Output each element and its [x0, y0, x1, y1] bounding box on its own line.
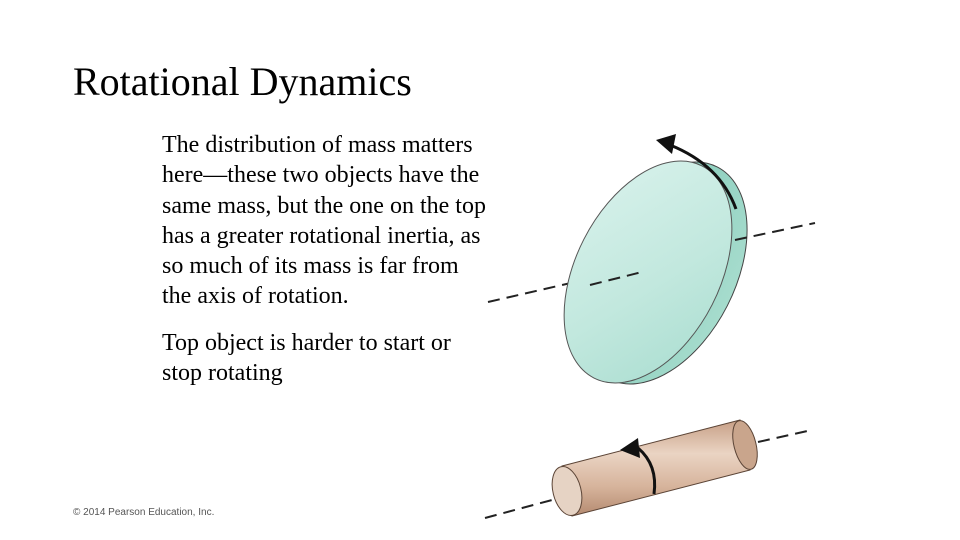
copyright-notice: © 2014 Pearson Education, Inc.: [73, 507, 215, 518]
disk-object: [563, 160, 748, 385]
paragraph-harder-to-rotate: Top object is harder to start or stop ro…: [162, 329, 451, 387]
rotation-arrow-icon: [620, 438, 657, 495]
rotation-arrow-icon: [656, 134, 738, 210]
rotational-inertia-figure: [484, 134, 816, 519]
body-text: The distribution of mass matters here—th…: [162, 130, 492, 388]
cylinder-axis-line-left: [484, 499, 553, 519]
cylinder-axis-line-right: [757, 429, 813, 443]
paragraph-mass-distribution: The distribution of mass matters here—th…: [162, 132, 486, 310]
disk-axis-line-right: [734, 222, 816, 241]
slide-title: Rotational Dynamics: [73, 59, 412, 104]
disk-axis-line-center: [589, 271, 643, 286]
cylinder-object: [484, 419, 813, 519]
